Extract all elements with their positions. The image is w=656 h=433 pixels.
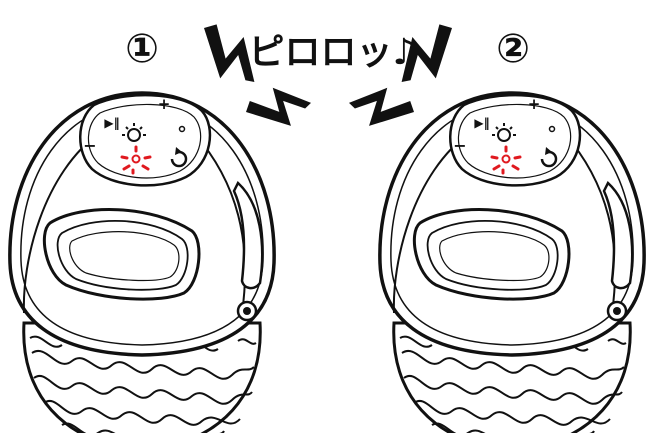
lightning-bolt-icon — [204, 24, 254, 82]
lightning-bolt-icon — [243, 73, 311, 139]
speaker-step-1 — [10, 93, 274, 433]
step-marker-1: ① — [125, 26, 159, 72]
sound-effect-text: ピロロッ♪ — [249, 32, 416, 73]
speaker-step-2 — [380, 93, 644, 433]
step-marker-2: ② — [496, 26, 530, 72]
lightning-bolt-icon — [349, 73, 417, 139]
